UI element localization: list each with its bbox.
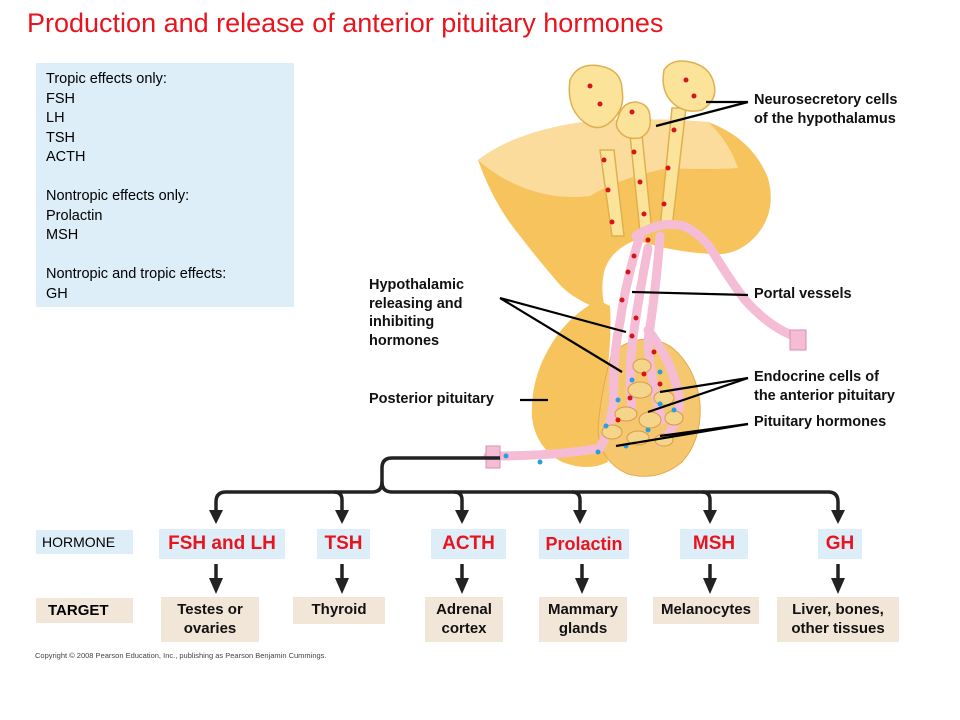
tropic-group: Tropic effects only: FSH LH TSH ACTH [46, 70, 284, 168]
label-line: Hypothalamic [369, 277, 465, 293]
target-line: ovaries [183, 619, 237, 637]
label-line: inhibiting [369, 314, 435, 330]
group-item: TSH [46, 129, 75, 146]
target-adrenal-cortex: Adrenal cortex [425, 597, 503, 642]
group-heading: Nontropic and tropic effects: [46, 266, 227, 282]
label-hypothalamic-hormones: Hypothalamic releasing and inhibiting ho… [369, 276, 464, 350]
target-line: Melanocytes [660, 601, 752, 618]
label-neurosecretory-cells: Neurosecretory cells of the hypothalamus [754, 91, 897, 128]
neurosecretory-cells [568, 60, 716, 237]
label-portal-vessels: Portal vessels [754, 286, 852, 302]
target-line: Adrenal [436, 601, 492, 618]
arrowheads [209, 510, 845, 594]
target-liver-bones-tissues: Liver, bones, other tissues [777, 597, 899, 642]
target-thyroid: Thyroid [293, 597, 385, 624]
label-leader-lines [499, 100, 749, 448]
target-line: Testes or [177, 601, 243, 618]
hormone-gh: GH [818, 529, 862, 559]
hormone-fsh-lh: FSH and LH [159, 529, 285, 559]
target-mammary-glands: Mammary glands [539, 597, 627, 642]
target-melanocytes: Melanocytes [653, 597, 759, 624]
label-line: Neurosecretory cells [754, 92, 898, 108]
label-endocrine-cells: Endocrine cells of the anterior pituitar… [754, 368, 895, 405]
endocrine-cells [601, 358, 684, 447]
hormone-prolactin: Prolactin [539, 529, 629, 559]
target-testes-ovaries: Testes or ovaries [161, 597, 259, 642]
group-item: Prolactin [46, 207, 103, 224]
hormone-acth: ACTH [431, 529, 506, 559]
row-label-target: TARGET [36, 598, 133, 623]
label-line: Endocrine cells of [754, 369, 879, 385]
target-line: cortex [441, 619, 487, 637]
target-line: Liver, bones, [792, 601, 884, 618]
label-pituitary-hormones: Pituitary hormones [754, 414, 887, 430]
group-item: ACTH [46, 149, 86, 165]
both-effects-group: Nontropic and tropic effects: GH [46, 265, 284, 304]
label-line: of the hypothalamus [754, 110, 896, 127]
group-heading: Nontropic effects only: [46, 188, 190, 204]
hormone-branch-lines [214, 456, 840, 580]
group-item: GH [46, 285, 68, 302]
row-label-hormone: HORMONE [36, 530, 133, 554]
target-line: glands [558, 619, 608, 637]
hormone-msh: MSH [680, 529, 748, 559]
portal-vessel-stub [789, 329, 807, 351]
group-item: FSH [46, 90, 75, 107]
page-title: Production and release of anterior pitui… [27, 8, 664, 38]
target-line: Mammary [547, 601, 619, 618]
hormone-tsh: TSH [317, 529, 370, 559]
target-line: Thyroid [311, 601, 367, 618]
hormone-effects-box: Tropic effects only: FSH LH TSH ACTH Non… [36, 63, 294, 307]
releasing-hormone-dots [587, 77, 697, 423]
target-line: other tissues [791, 619, 885, 637]
label-posterior-pituitary: Posterior pituitary [369, 391, 494, 407]
label-line: releasing and [369, 295, 463, 312]
copyright-notice: Copyright © 2008 Pearson Education, Inc.… [35, 651, 327, 660]
portal-vessel-network [483, 219, 805, 461]
group-item: MSH [46, 227, 79, 243]
group-heading: Tropic effects only: [46, 71, 167, 87]
posterior-pituitary-lobe [531, 300, 611, 467]
label-line: the anterior pituitary [754, 387, 895, 404]
group-item: LH [46, 110, 65, 126]
nontropic-group: Nontropic effects only: Prolactin MSH [46, 187, 284, 246]
label-line: hormones [369, 332, 440, 349]
